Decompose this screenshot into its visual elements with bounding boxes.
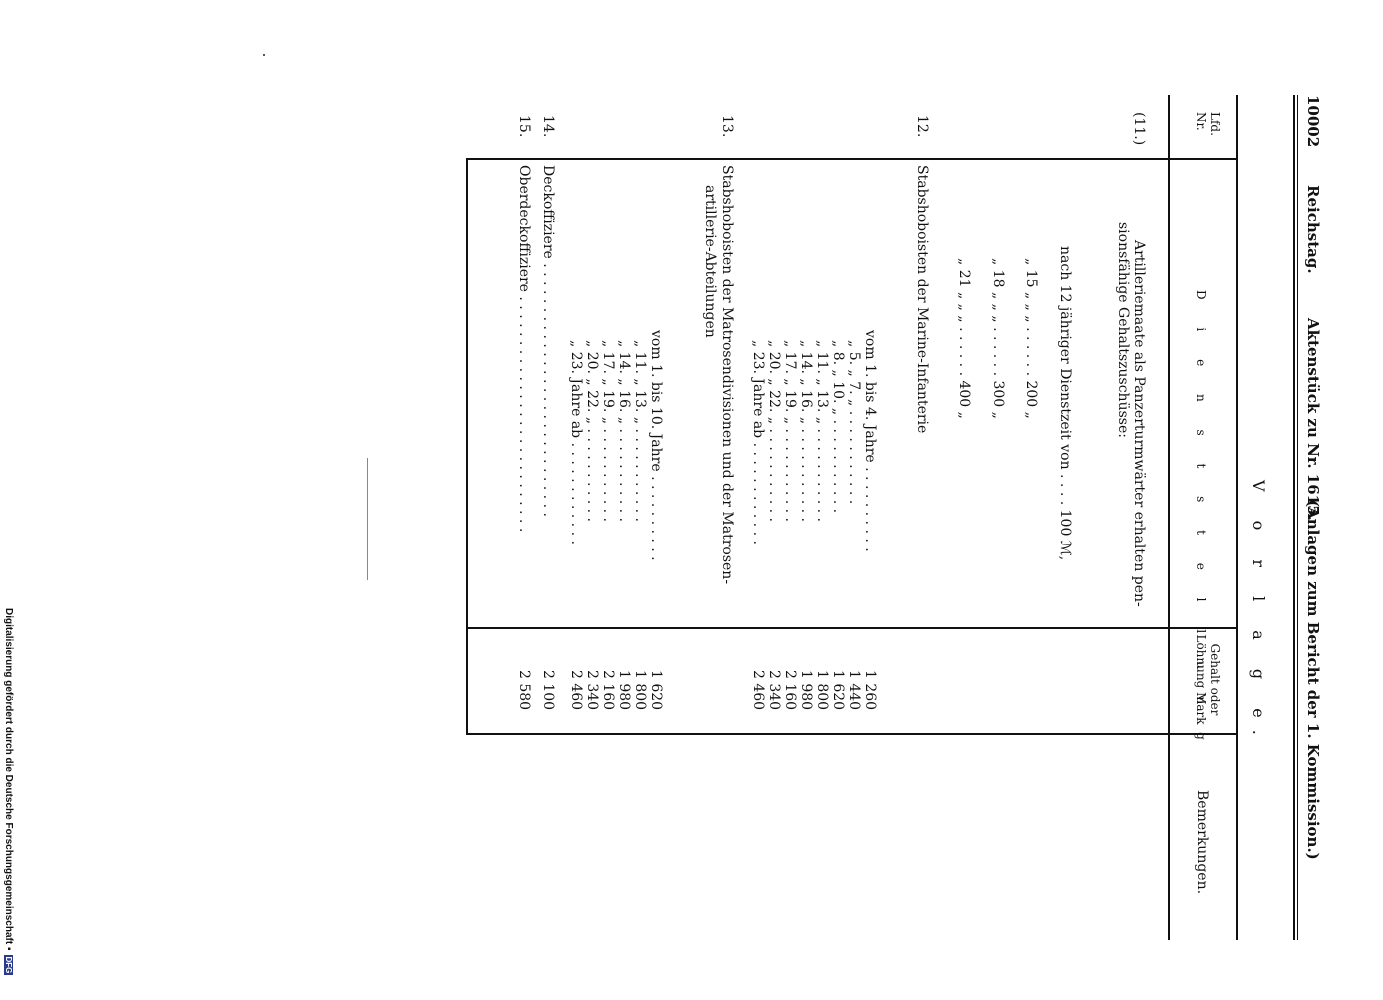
header-bottom-rule: [1168, 95, 1170, 940]
row-value: 2 340: [584, 670, 600, 711]
row-value: 1 800: [814, 670, 830, 711]
row-number: 15.: [516, 115, 532, 138]
col-rule-gehalt: [466, 627, 1238, 629]
row-line: „ 14. „ 16. „ . . . . . . . . . . .: [616, 340, 632, 522]
row-line: „ 21 „ „ „ . . . . . . 400 „: [956, 258, 972, 419]
row-value: 1 620: [830, 670, 846, 711]
scan-mark-line: [367, 458, 368, 580]
header-rule-outer: [1293, 95, 1295, 940]
row-line: Oberdeckoffiziere . . . . . . . . . . . …: [516, 165, 532, 533]
row-line: vom 1. bis 4. Jahre . . . . . . . . . .: [862, 330, 878, 552]
header-lfd-nr: Lfd. Nr.: [1194, 112, 1222, 136]
row-line: sionsfähige Gehaltszuschüsse:: [1115, 222, 1131, 438]
page-number: 10002: [1304, 95, 1322, 148]
row-value: 2 340: [766, 670, 782, 711]
row-line: Stabshoboisten der Matrosendivisionen un…: [719, 165, 735, 585]
row-line: vom 1. bis 10. Jahre . . . . . . . . . .: [648, 330, 664, 561]
row-line: „ 23. Jahre ab . . . . . . . . . . . .: [568, 340, 584, 545]
row-value: 1 980: [616, 670, 632, 711]
row-value: 2 460: [568, 670, 584, 711]
row-line: Stabshoboisten der Marine-Infanterie: [914, 165, 930, 434]
row-number: 14.: [540, 115, 556, 138]
row-value: 1 980: [798, 670, 814, 711]
row-line: „ 20. „ 22. „ . . . . . . . . . . .: [584, 340, 600, 522]
credit-separator: ▪: [3, 944, 14, 951]
header-bemerkungen: Bemerkungen.: [1194, 790, 1210, 895]
row-line: „ 11. „ 13. „ . . . . . . . . . . .: [814, 340, 830, 522]
row-line: Artilleriemaate als Panzerturmwärter erh…: [1131, 240, 1147, 607]
row-line: Deckoffiziere . . . . . . . . . . . . . …: [540, 165, 556, 517]
row-line: „ 15 „ „ „ . . . . . . 200 „: [1023, 258, 1039, 419]
publication-title: Reichstag.: [1304, 185, 1322, 274]
section-title: V o r l a g e.: [1249, 480, 1268, 747]
row-line: „ 14. „ 16. „ . . . . . . . . . . .: [798, 340, 814, 522]
document-subtitle: (Anlagen zum Bericht der 1. Kommission.): [1304, 500, 1322, 860]
row-line: „ 20. „ 22. „ . . . . . . . . . . .: [766, 340, 782, 522]
row-number: 12.: [914, 115, 930, 138]
row-line: „ 17. „ 19. „ . . . . . . . . . . .: [782, 340, 798, 522]
col-rule-bemerkungen: [466, 733, 1238, 735]
row-line: „ 11. „ 13. „ . . . . . . . . . . .: [632, 340, 648, 522]
row-value: 1 800: [632, 670, 648, 711]
row-value: 1 260: [862, 670, 878, 711]
digitization-credit: Digitalisierung gefördert durch die Deut…: [3, 608, 14, 976]
row-value: 1 620: [648, 670, 664, 711]
header-rule-inner: [1297, 95, 1298, 940]
scan-mark-dot: [263, 54, 265, 56]
col-rule-nr: [466, 158, 1238, 160]
row-value: 2 160: [600, 670, 616, 711]
row-value: 2 580: [516, 670, 532, 711]
row-value: 2 100: [540, 670, 556, 711]
credit-text: Digitalisierung gefördert durch die Deut…: [3, 608, 14, 945]
row-line: „ 5. „ 7. „ . . . . . . . . . . .: [846, 340, 862, 505]
dfg-logo: DFG: [4, 954, 13, 976]
row-number: 13.: [719, 115, 735, 138]
row-value: 2 160: [782, 670, 798, 711]
row-value: 1 440: [846, 670, 862, 711]
table-bottom-rule: [466, 158, 468, 735]
row-line: „ 8. „ 10. „ . . . . . . . . . . .: [830, 340, 846, 514]
row-line: „ 17. „ 19. „ . . . . . . . . . . .: [600, 340, 616, 522]
row-value: 2 460: [750, 670, 766, 711]
row-line: artillerie-Abteilungen: [702, 185, 718, 338]
document-title: Aktenstück zu Nr. 1615.: [1304, 318, 1322, 521]
row-line: „ 23. Jahre ab . . . . . . . . . . . .: [750, 340, 766, 545]
table-top-rule: [1236, 95, 1238, 940]
row-number: (11.): [1131, 112, 1147, 146]
row-line: „ 18 „ „ „ . . . . . . 300 „: [990, 258, 1006, 419]
row-line: nach 12 jähriger Dienstzeit von . . . . …: [1057, 246, 1073, 561]
header-gehalt: Gehalt oder Löhnung Mark: [1194, 634, 1222, 725]
